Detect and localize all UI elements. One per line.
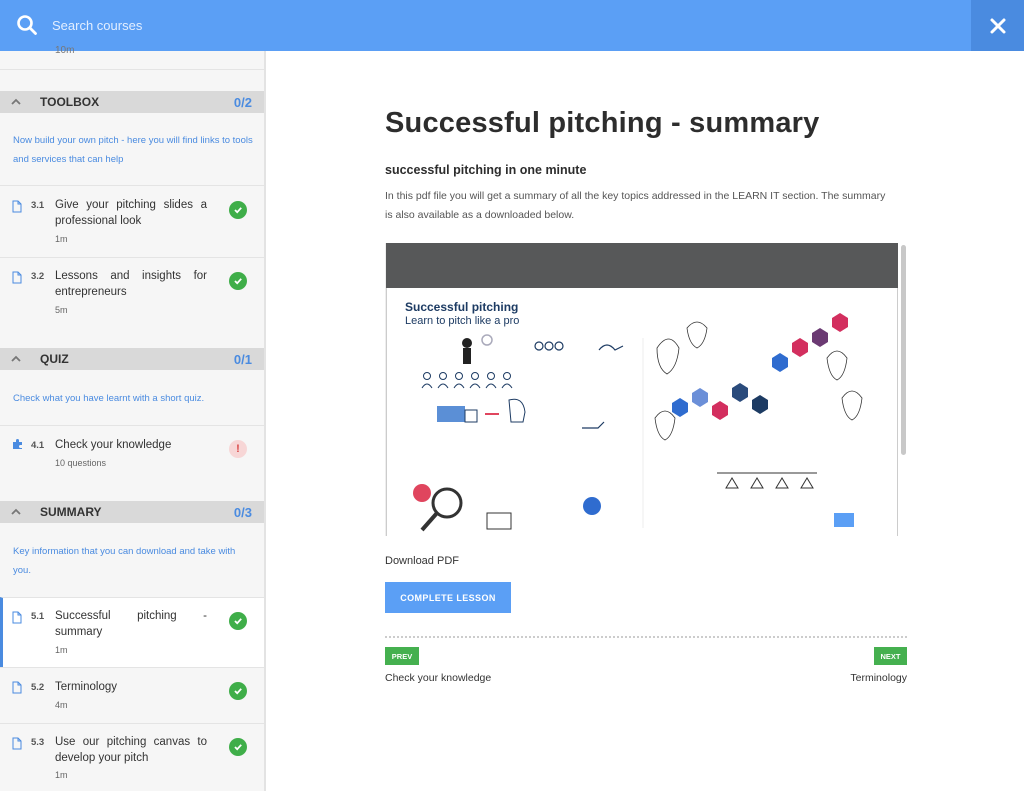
section-score: 0/1: [233, 351, 252, 367]
lesson-title: Terminology: [55, 681, 117, 693]
divider: [385, 636, 907, 638]
pdf-scrollbar[interactable]: [901, 245, 906, 455]
chevron-up-icon: [11, 355, 21, 362]
course-sidebar: 10m TOOLBOX 0/2 Now build your own pitch…: [0, 45, 266, 791]
prev-button[interactable]: PREV: [385, 647, 419, 665]
lesson-duration: 1m: [55, 234, 68, 244]
lesson-content: Successful pitching - summary successful…: [268, 51, 1024, 791]
prev-lesson-link[interactable]: Check your knowledge: [385, 672, 492, 684]
section-description: Now build your own pitch - here you will…: [13, 135, 253, 165]
close-icon: [990, 18, 1005, 33]
lesson-title: Lessons and insights for entrepreneurs: [55, 270, 207, 298]
search-input[interactable]: [52, 14, 652, 36]
lesson-description: In this pdf file you will get a summary …: [385, 190, 886, 221]
next-button[interactable]: NEXT: [874, 647, 907, 665]
pdf-toolbar: [386, 243, 898, 288]
lesson-number: 5.2: [31, 682, 45, 693]
alert-icon: !: [229, 440, 247, 458]
section-description: Check what you have learnt with a short …: [13, 393, 205, 404]
lesson-item-5-1[interactable]: 5.1 Successful pitching - summary 1m: [0, 597, 264, 667]
section-description: Key information that you can download an…: [13, 546, 236, 576]
document-icon: [12, 611, 22, 624]
puzzle-icon: [13, 439, 22, 449]
lesson-duration: 4m: [55, 700, 68, 710]
chevron-up-icon: [11, 98, 21, 105]
lesson-subtitle: successful pitching in one minute: [385, 163, 587, 177]
lesson-item-5-3[interactable]: 5.3 Use our pitching canvas to develop y…: [0, 723, 264, 791]
lesson-item-5-2[interactable]: 5.2 Terminology 4m: [0, 667, 264, 723]
close-button[interactable]: [971, 0, 1024, 51]
top-bar: [0, 0, 1024, 51]
completed-check-icon: [229, 682, 247, 700]
section-header-summary[interactable]: SUMMARY 0/3: [0, 501, 264, 523]
section-score: 0/3: [233, 504, 252, 520]
document-icon: [12, 737, 22, 750]
lesson-item-3-2[interactable]: 3.2 Lessons and insights for entrepreneu…: [0, 257, 264, 327]
download-pdf-link[interactable]: Download PDF: [385, 555, 459, 567]
lesson-number: 4.1: [31, 440, 45, 451]
pdf-viewer[interactable]: Successful pitching Learn to pitch like …: [385, 243, 908, 536]
lesson-number: 3.2: [31, 271, 45, 282]
lesson-number: 5.3: [31, 737, 45, 748]
search-icon[interactable]: [16, 14, 38, 36]
lesson-title: Give your pitching slides a professional…: [55, 199, 207, 227]
section-header-quiz[interactable]: QUIZ 0/1: [0, 348, 264, 370]
section-title: SUMMARY: [40, 505, 102, 519]
section-title: TOOLBOX: [40, 95, 100, 109]
document-icon: [12, 681, 22, 694]
document-icon: [12, 271, 22, 284]
section-score: 0/2: [233, 94, 252, 110]
pdf-subheading: Learn to pitch like a pro: [405, 315, 520, 327]
lesson-item-3-1[interactable]: 3.1 Give your pitching slides a professi…: [0, 185, 264, 257]
lesson-title: Use our pitching canvas to develop your …: [55, 736, 207, 764]
lesson-duration: 10 questions: [55, 458, 107, 468]
pdf-heading: Successful pitching: [405, 300, 519, 314]
completed-check-icon: [229, 738, 247, 756]
section-header-toolbox[interactable]: TOOLBOX 0/2: [0, 91, 264, 113]
complete-lesson-button[interactable]: COMPLETE LESSON: [385, 582, 511, 613]
divider: [0, 69, 264, 70]
document-icon: [12, 200, 22, 213]
next-lesson-link[interactable]: Terminology: [850, 672, 907, 684]
lesson-number: 5.1: [31, 611, 45, 622]
completed-check-icon: [229, 272, 247, 290]
completed-check-icon: [229, 612, 247, 630]
lesson-title: Check your knowledge: [55, 439, 172, 451]
pdf-page: Successful pitching Learn to pitch like …: [386, 288, 898, 536]
lesson-duration: 5m: [55, 305, 68, 315]
section-title: QUIZ: [40, 352, 69, 366]
pdf-infographic-illustration: [413, 313, 863, 532]
lesson-title: Successful pitching - summary: [55, 610, 207, 638]
previous-lesson-duration: 10m: [55, 45, 75, 56]
lesson-number: 3.1: [31, 200, 45, 211]
lesson-duration: 1m: [55, 645, 68, 655]
page-title: Successful pitching - summary: [385, 107, 820, 139]
lesson-item-4-1[interactable]: 4.1 Check your knowledge 10 questions !: [0, 425, 264, 501]
completed-check-icon: [229, 201, 247, 219]
chevron-up-icon: [11, 508, 21, 515]
lesson-duration: 1m: [55, 770, 68, 780]
